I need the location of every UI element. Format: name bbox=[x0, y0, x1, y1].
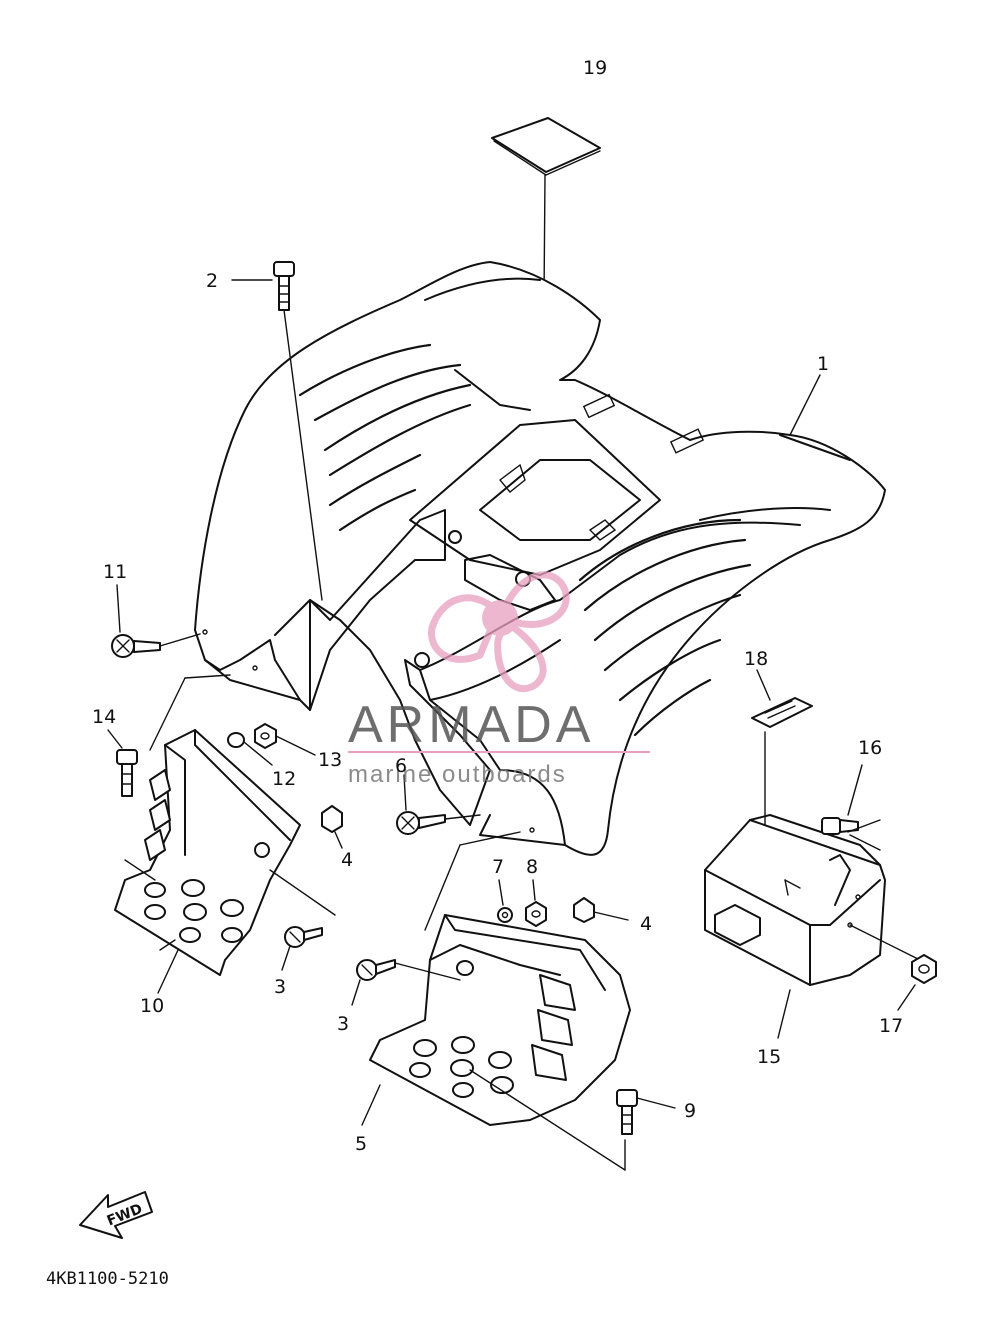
callout-11: 11 bbox=[103, 561, 127, 583]
callout-5: 5 bbox=[355, 1133, 367, 1155]
callout-16: 16 bbox=[858, 737, 882, 759]
washer-part-12 bbox=[227, 732, 273, 766]
callout-18: 18 bbox=[744, 648, 768, 670]
bolt-part-2 bbox=[231, 261, 323, 601]
callout-1: 1 bbox=[817, 353, 829, 375]
armada-watermark: ARMADA marine outboards bbox=[348, 571, 650, 788]
callout-10: 10 bbox=[140, 995, 164, 1017]
callout-14: 14 bbox=[92, 706, 116, 728]
callout-2: 2 bbox=[206, 270, 218, 292]
nut-part-4-right bbox=[573, 897, 629, 923]
callout-17: 17 bbox=[879, 1015, 903, 1037]
callout-15: 15 bbox=[757, 1046, 781, 1068]
bolt-part-9 bbox=[616, 1089, 676, 1135]
screw-part-11 bbox=[111, 584, 201, 658]
bolt-part-14 bbox=[107, 729, 138, 797]
mud-flap-left-part-10 bbox=[114, 674, 336, 994]
washer-part-7 bbox=[497, 879, 513, 923]
propeller-logo-icon bbox=[428, 571, 570, 693]
mud-flap-right-part-5 bbox=[361, 831, 631, 1171]
callout-7: 7 bbox=[492, 856, 504, 878]
bolt-part-16 bbox=[821, 764, 881, 851]
watermark-brand: ARMADA bbox=[348, 696, 594, 754]
callout-9: 9 bbox=[684, 1100, 696, 1122]
rear-fender-part-1 bbox=[194, 261, 886, 856]
storage-box-part-15 bbox=[704, 814, 921, 1039]
callout-4-right: 4 bbox=[640, 913, 652, 935]
callout-6: 6 bbox=[395, 755, 407, 777]
callout-19: 19 bbox=[583, 57, 607, 79]
callout-3-right: 3 bbox=[337, 1013, 349, 1035]
callout-labels: 19 2 1 11 18 14 13 12 6 16 4 7 8 4 10 3 … bbox=[92, 57, 903, 1155]
forward-direction-arrow: FWD bbox=[79, 1191, 153, 1239]
callout-3-left: 3 bbox=[274, 976, 286, 998]
nut-part-17 bbox=[897, 954, 937, 1011]
collar-part-8 bbox=[525, 879, 547, 927]
nut-part-4-left bbox=[321, 805, 343, 849]
clip-part-18 bbox=[751, 669, 813, 831]
callout-4-left: 4 bbox=[341, 849, 353, 871]
screw-part-6 bbox=[396, 774, 481, 835]
callout-8: 8 bbox=[526, 856, 538, 878]
drawing-code: 4KB1100-5210 bbox=[46, 1269, 169, 1289]
nut-part-13 bbox=[254, 723, 316, 756]
callout-13: 13 bbox=[318, 749, 342, 771]
callout-12: 12 bbox=[272, 768, 296, 790]
watermark-tagline: marine outboards bbox=[348, 761, 567, 788]
screw-part-3-left bbox=[281, 926, 323, 971]
screw-part-3-right bbox=[351, 959, 461, 1006]
